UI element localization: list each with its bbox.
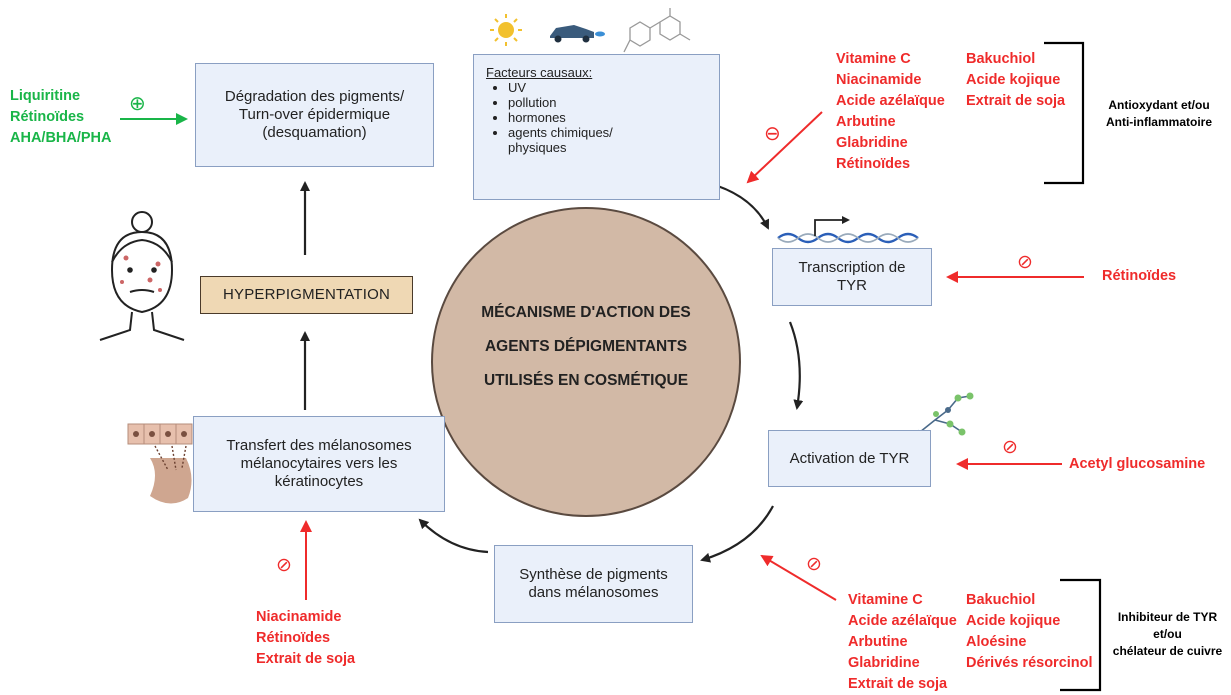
degradation-line-2: Turn-over épidermique: [238, 106, 391, 123]
skin-cells-icon: [127, 423, 193, 504]
agent-bakuchiol: Bakuchiol: [966, 51, 1036, 67]
bracket-bottom: [1060, 578, 1102, 692]
cycle-arrow-synthesis-to-transfer: [418, 518, 489, 554]
agent-extrait-soja-b: Extrait de soja: [848, 676, 948, 692]
enzyme-icon: [909, 392, 974, 440]
agent-acide-azelaique: Acide azélaïque: [836, 93, 945, 109]
facteur-pollution: pollution: [508, 95, 719, 110]
agent-retinoides: Rétinoïdes: [836, 156, 911, 172]
facteur-agents-chimiques-line-2: physiques: [508, 140, 567, 155]
transcription-agent: Rétinoïdes: [1102, 268, 1177, 284]
synthese-line-2: dans mélanosomes: [528, 584, 659, 601]
facteurs-list: UV pollution hormones agents chimiques/ …: [486, 80, 719, 155]
activation-label: Activation de TYR: [789, 449, 910, 467]
activation-agent: Acetyl glucosamine: [1069, 456, 1206, 472]
category-bottom-line-2: et/ou: [1153, 627, 1182, 641]
agent-glabridine-b: Glabridine: [848, 655, 920, 671]
inhibit-symbol-activation: ⊘: [1002, 437, 1018, 458]
degradation-line-1: Dégradation des pigments/: [224, 88, 405, 105]
center-title: MÉCANISME D'ACTION DES AGENTS DÉPIGMENTA…: [441, 296, 731, 398]
facteur-agents-chimiques: agents chimiques/ physiques: [508, 125, 719, 155]
cycle-arrow-activation-to-synthesis: [700, 505, 774, 563]
transfert-line-1: Transfert des mélanosomes: [226, 437, 412, 454]
category-top-label: Antioxydant et/ou Anti-inflammatoire: [1090, 97, 1228, 131]
agent-acide-kojique-b: Acide kojique: [966, 613, 1061, 629]
transcription-line-2: TYR: [837, 277, 867, 294]
cycle-arrow-transcription-to-activation: [788, 321, 804, 410]
sun-icon: [490, 14, 522, 46]
agent-aloesine: Aloésine: [966, 634, 1027, 650]
hyperpigmentation-label: HYPERPIGMENTATION: [222, 286, 391, 303]
agent-arbutine: Arbutine: [836, 114, 896, 130]
transcription-line-1: Transcription de: [798, 259, 906, 276]
agent-niacinamide-bl: Niacinamide: [256, 609, 342, 625]
agent-bakuchiol-b: Bakuchiol: [966, 592, 1036, 608]
facteur-hormones: hormones: [508, 110, 719, 125]
agent-glabridine: Glabridine: [836, 135, 908, 151]
degradation-box: Dégradation des pigments/ Turn-over épid…: [195, 63, 434, 167]
bracket-top: [1044, 41, 1085, 185]
inhibit-symbol-transcription: ⊘: [1017, 252, 1033, 273]
category-top-line-2: Anti-inflammatoire: [1105, 115, 1212, 129]
agent-vitamine-c: Vitamine C: [836, 51, 911, 67]
dna-icon: [777, 216, 919, 244]
center-title-line-3: UTILISÉS EN COSMÉTIQUE: [483, 372, 689, 389]
transfert-line-3: kératinocytes: [274, 473, 364, 490]
agent-vitamine-c-b: Vitamine C: [848, 592, 923, 608]
synthese-box: Synthèse de pigments dans mélanosomes: [494, 545, 693, 623]
transcription-box: Transcription de TYR: [772, 248, 932, 306]
molecule-icon: [623, 8, 691, 53]
agent-extrait-soja-bl: Extrait de soja: [256, 651, 356, 667]
facteur-uv: UV: [508, 80, 719, 95]
top-right-agents-col2: Bakuchiol Acide kojique Extrait de soja: [966, 49, 1065, 112]
arrow-inhibit-synthesis: [760, 554, 837, 601]
agent-retinoides-bl: Rétinoïdes: [256, 630, 331, 646]
inhibit-symbol-synthesis: ⊘: [806, 554, 822, 575]
inhibit-symbol-transfer: ⊘: [276, 555, 292, 576]
arrow-inhibit-top-right: [746, 111, 823, 184]
transfert-box: Transfert des mélanosomes mélanocytaires…: [193, 416, 445, 512]
green-agent-retinoides: Rétinoïdes: [10, 109, 85, 125]
category-bottom-line-1: Inhibiteur de TYR: [1117, 610, 1218, 624]
facteur-agents-chimiques-line-1: agents chimiques/: [508, 125, 613, 140]
green-agent-liquiritine: Liquiritine: [10, 88, 81, 104]
category-bottom-label: Inhibiteur de TYR et/ou chélateur de cui…: [1104, 609, 1231, 660]
face-icon: [99, 211, 185, 341]
plus-symbol: ⊕: [129, 93, 146, 115]
bottom-right-agents-col1: Vitamine C Acide azélaïque Arbutine Glab…: [848, 590, 957, 695]
center-title-line-2: AGENTS DÉPIGMENTANTS: [484, 338, 688, 355]
category-top-line-1: Antioxydant et/ou: [1108, 98, 1210, 112]
bottom-left-agents: Niacinamide Rétinoïdes Extrait de soja: [256, 607, 355, 670]
degradation-line-3: (desquamation): [262, 124, 367, 141]
green-agents-list: Liquiritine Rétinoïdes AHA/BHA/PHA: [10, 86, 112, 149]
top-right-agents-col1: Vitamine C Niacinamide Acide azélaïque A…: [836, 49, 945, 175]
facteurs-box: Facteurs causaux: UV pollution hormones …: [473, 54, 720, 200]
agent-arbutine-b: Arbutine: [848, 634, 908, 650]
agent-extrait-soja: Extrait de soja: [966, 93, 1066, 109]
green-agent-aha-bha-pha: AHA/BHA/PHA: [10, 130, 112, 146]
hyperpigmentation-box: HYPERPIGMENTATION: [200, 276, 413, 314]
agent-niacinamide: Niacinamide: [836, 72, 922, 88]
center-title-line-1: MÉCANISME D'ACTION DES: [481, 304, 691, 321]
car-icon: [550, 25, 605, 43]
minus-symbol: ⊖: [764, 123, 781, 145]
category-bottom-line-3: chélateur de cuivre: [1112, 644, 1223, 658]
synthese-line-1: Synthèse de pigments: [519, 566, 668, 583]
transfert-line-2: mélanocytaires vers les: [240, 455, 398, 472]
agent-acide-azelaique-b: Acide azélaïque: [848, 613, 957, 629]
agent-acide-kojique: Acide kojique: [966, 72, 1061, 88]
bottom-right-agents-col2: Bakuchiol Acide kojique Aloésine Dérivés…: [966, 590, 1093, 674]
facteurs-title: Facteurs causaux:: [486, 65, 593, 80]
center-circle: [431, 207, 741, 517]
agent-derives-resorcinol: Dérivés résorcinol: [966, 655, 1093, 671]
activation-box: Activation de TYR: [768, 430, 931, 487]
